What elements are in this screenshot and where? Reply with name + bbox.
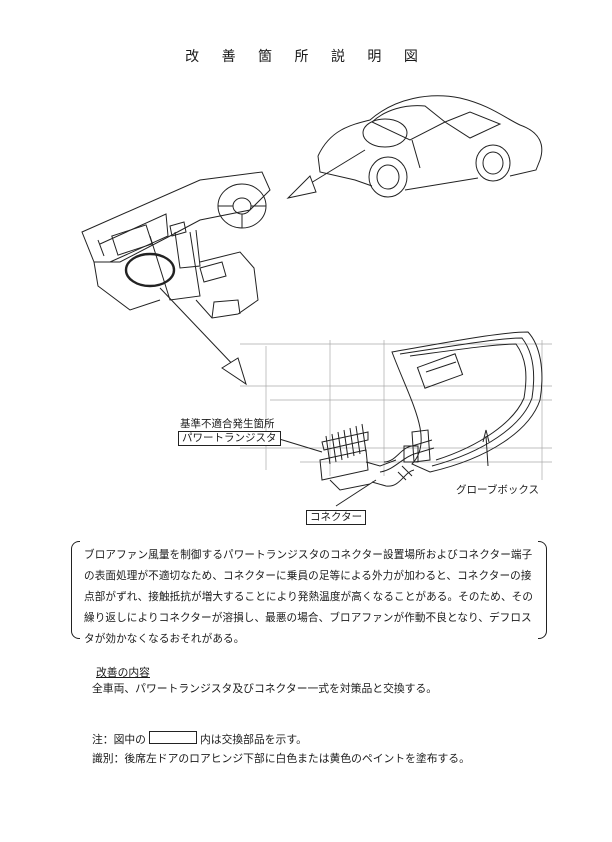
leader-lines (275, 429, 490, 507)
improvement-heading: 改善の内容 (96, 666, 150, 679)
car-illustration (317, 95, 543, 198)
note-line: 注：図中の 内は交換部品を示す。 (92, 731, 307, 747)
improvement-body: 全車両、パワートランジスタ及びコネクター一式を対策品と交換する。 (92, 682, 438, 695)
arrow-car-to-dash (286, 149, 366, 199)
arrow-dash-to-detail (159, 287, 247, 386)
power-transistor-label: パワートランジスタ (178, 431, 281, 446)
left-bracket (71, 541, 80, 639)
glove-box-label: グローブボックス (456, 484, 540, 496)
dashboard-illustration (81, 171, 271, 319)
right-bracket (538, 541, 547, 639)
note-prefix: 注：図中の (92, 733, 146, 746)
page-title: 改 善 箇 所 説 明 図 (185, 49, 427, 65)
defect-description: ブロアファン風量を制御するパワートランジスタのコネクター設置場所およびコネクター… (71, 541, 547, 645)
detail-grid (240, 340, 552, 480)
improvement-diagram (81, 95, 552, 507)
note-suffix: 内は交換部品を示す。 (199, 733, 307, 746)
description-text: ブロアファン風量を制御するパワートランジスタのコネクター設置場所およびコネクター… (84, 549, 534, 645)
power-transistor-illustration (319, 423, 397, 491)
connector-label: コネクター (306, 510, 367, 525)
defect-location-label: 基準不適合発生箇所 (180, 418, 275, 430)
replacement-part-box (148, 731, 197, 744)
identification-line: 識別：後席左ドアのロアヒンジ下部に白色または黄色のペイントを塗布する。 (92, 752, 470, 765)
connector-wiring (371, 439, 435, 487)
glove-box-illustration (391, 331, 543, 473)
